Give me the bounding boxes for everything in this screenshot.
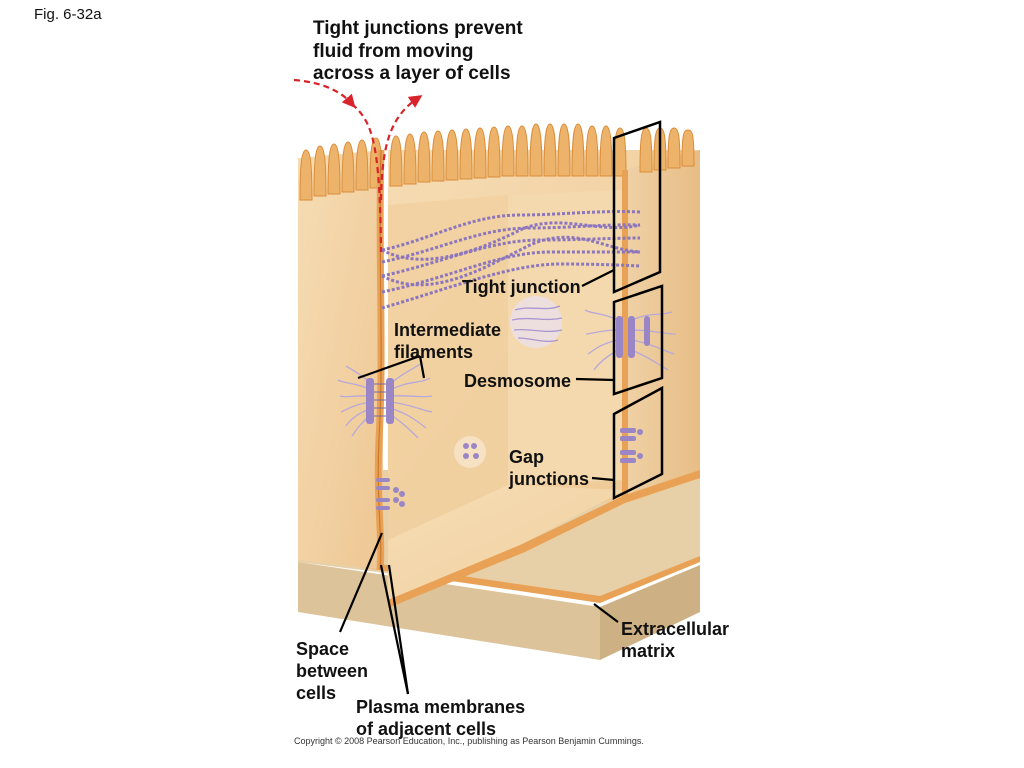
label-gap-junctions: Gap junctions [509,446,589,490]
tight-junction-strands [381,210,641,310]
microvilli [299,123,695,201]
gap-junctions-back [454,436,486,468]
label-tight-junction: Tight junction [462,277,581,297]
title-line-1: Tight junctions prevent [313,18,523,39]
gap-junctions-right [620,428,643,463]
label-intermediate-filaments: Intermediate filaments [394,319,501,363]
desmosome-right [584,309,677,371]
desmosome-back [510,296,563,348]
leader-lines [338,269,619,695]
figure-label: Fig. 6-32a [34,6,102,23]
figure-title: Tight junctions prevent fluid from movin… [313,18,553,86]
gap-junction-box [612,385,664,501]
copyright-notice: Copyright © 2008 Pearson Education, Inc.… [294,736,644,746]
gap-junctions-left [376,478,405,510]
label-extracellular-matrix: Extracellular matrix [621,618,729,662]
title-line-2: fluid from moving [313,40,474,62]
label-extracellular-matrix-line-1: Extracellular [621,619,730,639]
label-gap-junctions-line-2: junctions [509,469,589,489]
title-line-3: across a layer of cells [313,63,511,84]
left-cell [298,150,383,570]
fluid-arrows [293,78,423,253]
label-space-between-cells-line-2: between [296,661,369,681]
label-space-between-cells-line-1: Space [296,639,350,659]
desmosome-left [337,363,433,439]
label-space-between-cells: Space between cells [296,638,368,704]
tight-junction-box [612,120,662,294]
label-plasma-membranes-line-1: Plasma membranes [356,697,526,717]
callout-boxes [612,120,664,501]
label-gap-junctions-line-1: Gap [509,447,545,467]
label-extracellular-matrix-line-2: matrix [621,641,676,661]
label-desmosome: Desmosome [464,371,572,391]
desmosome-box [612,284,664,396]
label-plasma-membranes: Plasma membranes of adjacent cells [356,696,525,740]
label-plasma-membranes-line-2: of adjacent cells [356,719,497,739]
label-intermediate-filaments-line-1: Intermediate [394,320,502,340]
label-space-between-cells-line-3: cells [296,683,337,703]
label-intermediate-filaments-line-2: filaments [394,342,474,362]
